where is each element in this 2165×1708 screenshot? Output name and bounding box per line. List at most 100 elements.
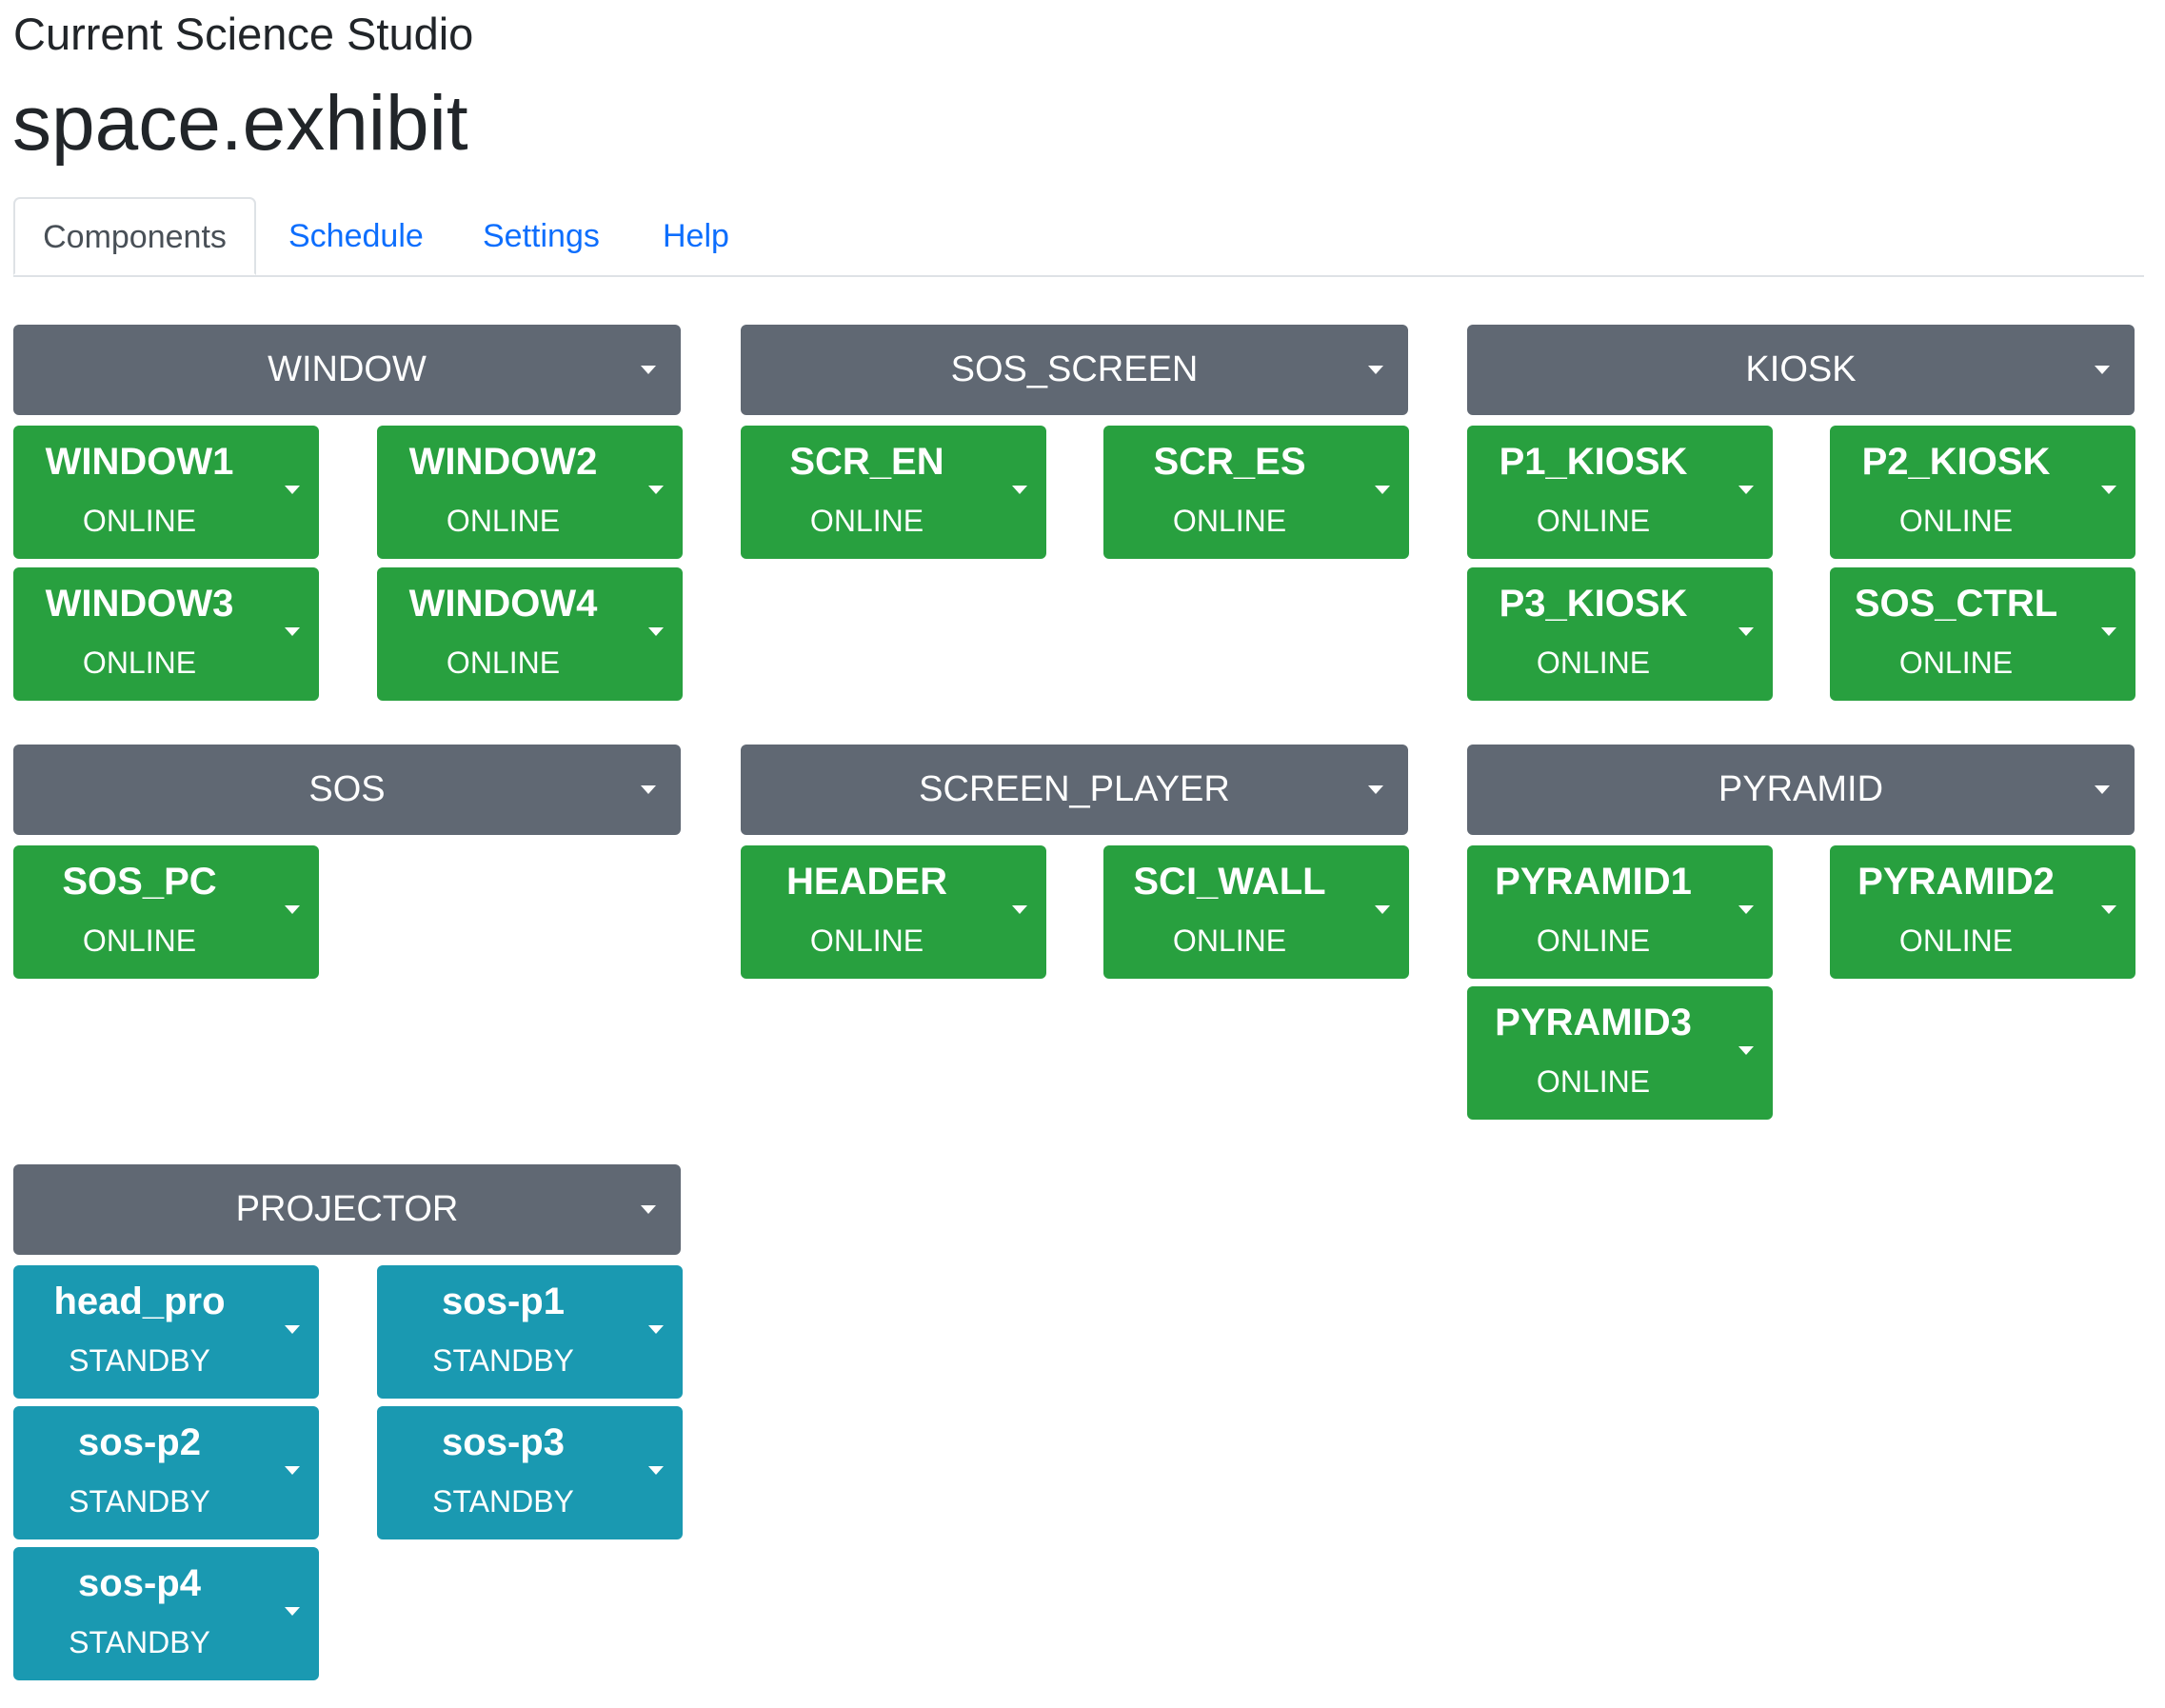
group-header-window[interactable]: WINDOW <box>13 325 681 415</box>
component-name: WINDOW3 <box>45 583 234 625</box>
chevron-down-icon <box>1368 785 1383 794</box>
component-button-pyramid1[interactable]: PYRAMID1 ONLINE <box>1467 845 1773 979</box>
exhibit-name: space.exhibit <box>12 80 468 167</box>
chevron-down-icon <box>2095 785 2110 794</box>
component-status: ONLINE <box>1172 504 1287 538</box>
component-button-p2-kiosk[interactable]: P2_KIOSK ONLINE <box>1830 426 2135 559</box>
component-button-window4[interactable]: WINDOW4 ONLINE <box>377 567 683 701</box>
component-button-sos-pc[interactable]: SOS_PC ONLINE <box>13 845 319 979</box>
chevron-down-icon <box>2101 486 2116 494</box>
chevron-down-icon <box>285 1607 300 1616</box>
component-button-pyramid3[interactable]: PYRAMID3 ONLINE <box>1467 986 1773 1120</box>
tab-schedule[interactable]: Schedule <box>288 218 424 254</box>
component-button-header[interactable]: HEADER ONLINE <box>741 845 1046 979</box>
component-status: STANDBY <box>69 1625 210 1659</box>
component-button-head-pro[interactable]: head_pro STANDBY <box>13 1265 319 1399</box>
component-button-scr-en[interactable]: SCR_EN ONLINE <box>741 426 1046 559</box>
component-status: STANDBY <box>69 1484 210 1519</box>
component-status: ONLINE <box>82 504 197 538</box>
component-button-pyramid2[interactable]: PYRAMID2 ONLINE <box>1830 845 2135 979</box>
group-title: PYRAMID <box>1718 769 1884 809</box>
group-title: WINDOW <box>268 349 427 389</box>
component-status: ONLINE <box>1898 924 2014 958</box>
component-status: ONLINE <box>1898 645 2014 680</box>
component-button-sos-p1[interactable]: sos-p1 STANDBY <box>377 1265 683 1399</box>
component-button-sos-p2[interactable]: sos-p2 STANDBY <box>13 1406 319 1539</box>
component-status: STANDBY <box>69 1343 210 1378</box>
chevron-down-icon <box>648 1325 664 1334</box>
tab-bar: Components Schedule Settings Help <box>13 197 2144 277</box>
studio-name: Current Science Studio <box>13 9 474 59</box>
chevron-down-icon <box>641 785 656 794</box>
chevron-down-icon <box>1012 486 1027 494</box>
group-header-projector[interactable]: PROJECTOR <box>13 1164 681 1255</box>
tab-components[interactable]: Components <box>13 197 256 275</box>
chevron-down-icon <box>648 486 664 494</box>
component-status: ONLINE <box>82 645 197 680</box>
component-name: WINDOW4 <box>408 583 598 625</box>
component-button-window1[interactable]: WINDOW1 ONLINE <box>13 426 319 559</box>
component-status: STANDBY <box>432 1343 574 1378</box>
group-title: SOS_SCREEN <box>950 349 1199 389</box>
component-name: PYRAMID2 <box>1857 861 2055 903</box>
component-name: WINDOW2 <box>408 441 598 483</box>
component-button-window2[interactable]: WINDOW2 ONLINE <box>377 426 683 559</box>
component-name: PYRAMID1 <box>1495 861 1692 903</box>
chevron-down-icon <box>1368 366 1383 374</box>
component-name: sos-p2 <box>78 1421 201 1463</box>
component-button-p3-kiosk[interactable]: P3_KIOSK ONLINE <box>1467 567 1773 701</box>
component-status: ONLINE <box>1536 504 1651 538</box>
component-status: ONLINE <box>446 645 561 680</box>
group-header-screen-player[interactable]: SCREEN_PLAYER <box>741 745 1408 835</box>
group-title: KIOSK <box>1745 349 1857 389</box>
group-header-kiosk[interactable]: KIOSK <box>1467 325 2135 415</box>
group-header-sos[interactable]: SOS <box>13 745 681 835</box>
chevron-down-icon <box>1738 905 1754 914</box>
component-button-window3[interactable]: WINDOW3 ONLINE <box>13 567 319 701</box>
component-status: ONLINE <box>1536 1064 1651 1099</box>
component-name: P3_KIOSK <box>1499 583 1688 625</box>
tab-help[interactable]: Help <box>663 218 729 254</box>
component-status: ONLINE <box>446 504 561 538</box>
component-button-sos-ctrl[interactable]: SOS_CTRL ONLINE <box>1830 567 2135 701</box>
group-title: SOS <box>308 769 386 809</box>
group-header-pyramid[interactable]: PYRAMID <box>1467 745 2135 835</box>
component-name: P1_KIOSK <box>1499 441 1688 483</box>
component-name: SCI_WALL <box>1133 861 1326 903</box>
component-status: ONLINE <box>1898 504 2014 538</box>
chevron-down-icon <box>2101 627 2116 636</box>
chevron-down-icon <box>641 366 656 374</box>
component-button-sci-wall[interactable]: SCI_WALL ONLINE <box>1103 845 1409 979</box>
component-status: ONLINE <box>1536 645 1651 680</box>
chevron-down-icon <box>285 905 300 914</box>
chevron-down-icon <box>2101 905 2116 914</box>
group-title: SCREEN_PLAYER <box>919 769 1230 809</box>
component-button-sos-p3[interactable]: sos-p3 STANDBY <box>377 1406 683 1539</box>
chevron-down-icon <box>285 486 300 494</box>
group-header-sos-screen[interactable]: SOS_SCREEN <box>741 325 1408 415</box>
chevron-down-icon <box>285 1325 300 1334</box>
chevron-down-icon <box>285 1466 300 1475</box>
component-name: SOS_CTRL <box>1854 583 2058 625</box>
component-status: ONLINE <box>1172 924 1287 958</box>
component-status: ONLINE <box>809 504 924 538</box>
component-name: head_pro <box>53 1281 226 1322</box>
chevron-down-icon <box>285 627 300 636</box>
chevron-down-icon <box>1375 486 1390 494</box>
component-name: HEADER <box>786 861 947 903</box>
component-status: ONLINE <box>809 924 924 958</box>
component-button-scr-es[interactable]: SCR_ES ONLINE <box>1103 426 1409 559</box>
component-button-p1-kiosk[interactable]: P1_KIOSK ONLINE <box>1467 426 1773 559</box>
chevron-down-icon <box>641 1205 656 1214</box>
tab-settings[interactable]: Settings <box>483 218 600 254</box>
chevron-down-icon <box>1738 627 1754 636</box>
component-name: WINDOW1 <box>45 441 234 483</box>
component-button-sos-p4[interactable]: sos-p4 STANDBY <box>13 1547 319 1680</box>
chevron-down-icon <box>2095 366 2110 374</box>
chevron-down-icon <box>1375 905 1390 914</box>
component-name: SCR_ES <box>1153 441 1306 483</box>
group-title: PROJECTOR <box>235 1189 459 1229</box>
component-status: ONLINE <box>82 924 197 958</box>
component-name: P2_KIOSK <box>1861 441 2051 483</box>
component-name: sos-p3 <box>442 1421 565 1463</box>
